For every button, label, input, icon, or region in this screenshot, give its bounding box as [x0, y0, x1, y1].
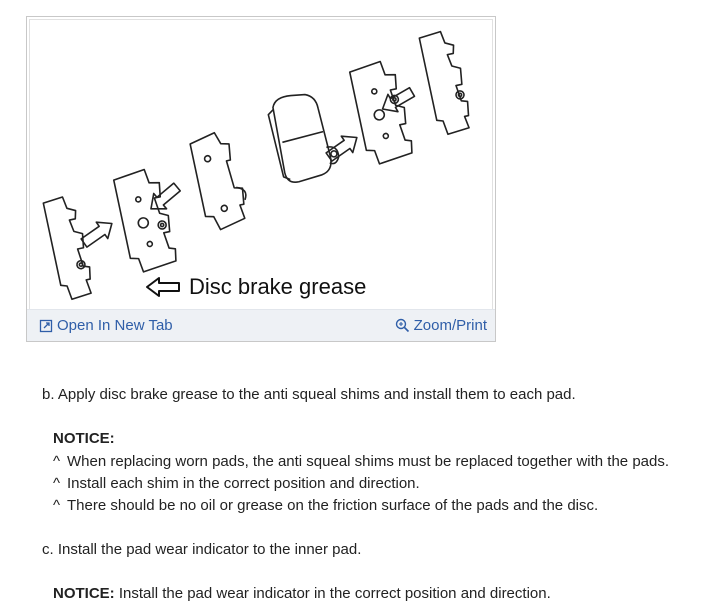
- caret-bullet: ^: [53, 497, 61, 514]
- zoom-print-label: Zoom/Print: [413, 317, 487, 334]
- left-arrow-icon: [146, 277, 180, 297]
- caret-bullet: ^: [53, 453, 61, 470]
- notice-item: ^There should be no oil or grease on the…: [53, 495, 598, 517]
- notice-item: ^Install each shim in the correct positi…: [53, 473, 420, 495]
- brake-pad: [267, 93, 340, 183]
- figure-box: Disc brake grease Open In New Tab Zoom/P…: [26, 16, 496, 342]
- step-c-text: c. Install the pad wear indicator to the…: [42, 541, 362, 558]
- zoom-icon: [395, 318, 409, 333]
- outer-shim-right: [418, 30, 470, 136]
- pad-backing-plate: [189, 131, 247, 231]
- open-new-tab-label: Open In New Tab: [57, 317, 173, 334]
- step-b-text: b. Apply disc brake grease to the anti s…: [42, 386, 576, 403]
- zoom-print-link[interactable]: Zoom/Print: [395, 317, 487, 334]
- notice-label: NOTICE:: [53, 585, 115, 602]
- grease-arrow-2: [150, 182, 182, 210]
- notice-item: ^When replacing worn pads, the anti sque…: [53, 451, 669, 473]
- open-tab-icon: [39, 319, 53, 332]
- caption-text: Disc brake grease: [189, 274, 367, 299]
- brake-pad-diagram: [42, 30, 470, 301]
- figure-toolbar: Open In New Tab Zoom/Print: [27, 309, 495, 341]
- open-new-tab-link[interactable]: Open In New Tab: [39, 317, 173, 334]
- outer-shim-left: [42, 196, 92, 301]
- grease-arrow-1: [80, 221, 113, 248]
- caret-bullet: ^: [53, 475, 61, 492]
- figure-caption: Disc brake grease: [145, 272, 475, 302]
- notice-label: NOTICE:: [53, 430, 115, 447]
- notice-2-text: Install the pad wear indicator in the co…: [118, 585, 551, 602]
- inner-shim-left: [112, 168, 177, 273]
- grease-arrow-3: [325, 135, 358, 162]
- notice-2: NOTICE: Install the pad wear indicator i…: [53, 583, 551, 605]
- inner-shim-right: [348, 60, 413, 165]
- grease-arrow-4: [381, 86, 416, 113]
